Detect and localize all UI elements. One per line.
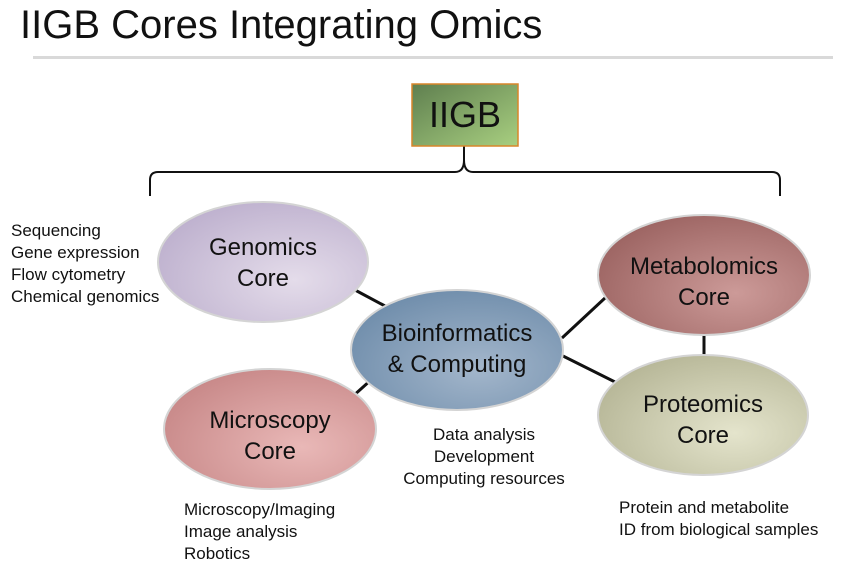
metabolomics-core-line1: Metabolomics (629, 253, 779, 280)
iigb-box (411, 83, 519, 147)
list-item: Computing resources (403, 469, 565, 488)
genomics-core-line1: Genomics (208, 234, 318, 261)
connector-bioinformatics-proteomics (562, 354, 618, 385)
connector-genomics-bioinformatics (354, 288, 386, 308)
list-item: Gene expression (11, 243, 140, 262)
title-divider (33, 56, 833, 59)
list-item: Chemical genomics (11, 287, 160, 306)
metabolomics-core-line2: Core (677, 284, 731, 311)
proteomics-core-line2: Core (676, 422, 730, 449)
hierarchy-bracket (149, 146, 781, 196)
list-item: Robotics (184, 544, 251, 563)
bioinformatics-label: Bioinformatics & Computing (351, 318, 563, 380)
proteomics-services-list: Protein and metabolite ID from biologica… (619, 497, 818, 541)
genomics-services-list: Sequencing Gene expression Flow cytometr… (11, 220, 159, 308)
list-item: Development (433, 447, 535, 466)
microscopy-core-line1: Microscopy (209, 407, 331, 434)
list-item: Flow cytometry (11, 265, 126, 284)
iigb-label: IIGB (428, 94, 502, 135)
proteomics-core-label: Proteomics Core (598, 389, 808, 451)
page-title: IIGB Cores Integrating Omics (20, 3, 543, 47)
proteomics-core-line1: Proteomics (642, 391, 764, 418)
list-item: Data analysis (432, 425, 536, 444)
list-item: Sequencing (11, 221, 101, 240)
bioinformatics-ellipse (350, 289, 564, 411)
bioinformatics-services-list: Data analysis Development Computing reso… (384, 424, 584, 490)
metabolomics-core-label: Metabolomics Core (598, 251, 810, 313)
genomics-core-ellipse (157, 201, 369, 323)
genomics-core-label: Genomics Core (158, 232, 368, 294)
connector-bioinformatics-metabolomics (560, 296, 607, 340)
list-item: Image analysis (184, 522, 298, 541)
bioinformatics-line1: Bioinformatics (381, 320, 533, 347)
microscopy-core-line2: Core (243, 438, 297, 465)
metabolomics-core-ellipse (597, 214, 811, 336)
list-item: Microscopy/Imaging (184, 500, 336, 519)
microscopy-core-ellipse (163, 368, 377, 490)
microscopy-services-list: Microscopy/Imaging Image analysis Roboti… (184, 499, 335, 565)
genomics-core-line2: Core (236, 265, 290, 292)
list-item: ID from biological samples (619, 520, 819, 539)
list-item: Protein and metabolite (619, 498, 790, 517)
proteomics-core-ellipse (597, 354, 809, 476)
microscopy-core-label: Microscopy Core (164, 405, 376, 467)
bioinformatics-line2: & Computing (387, 351, 527, 378)
